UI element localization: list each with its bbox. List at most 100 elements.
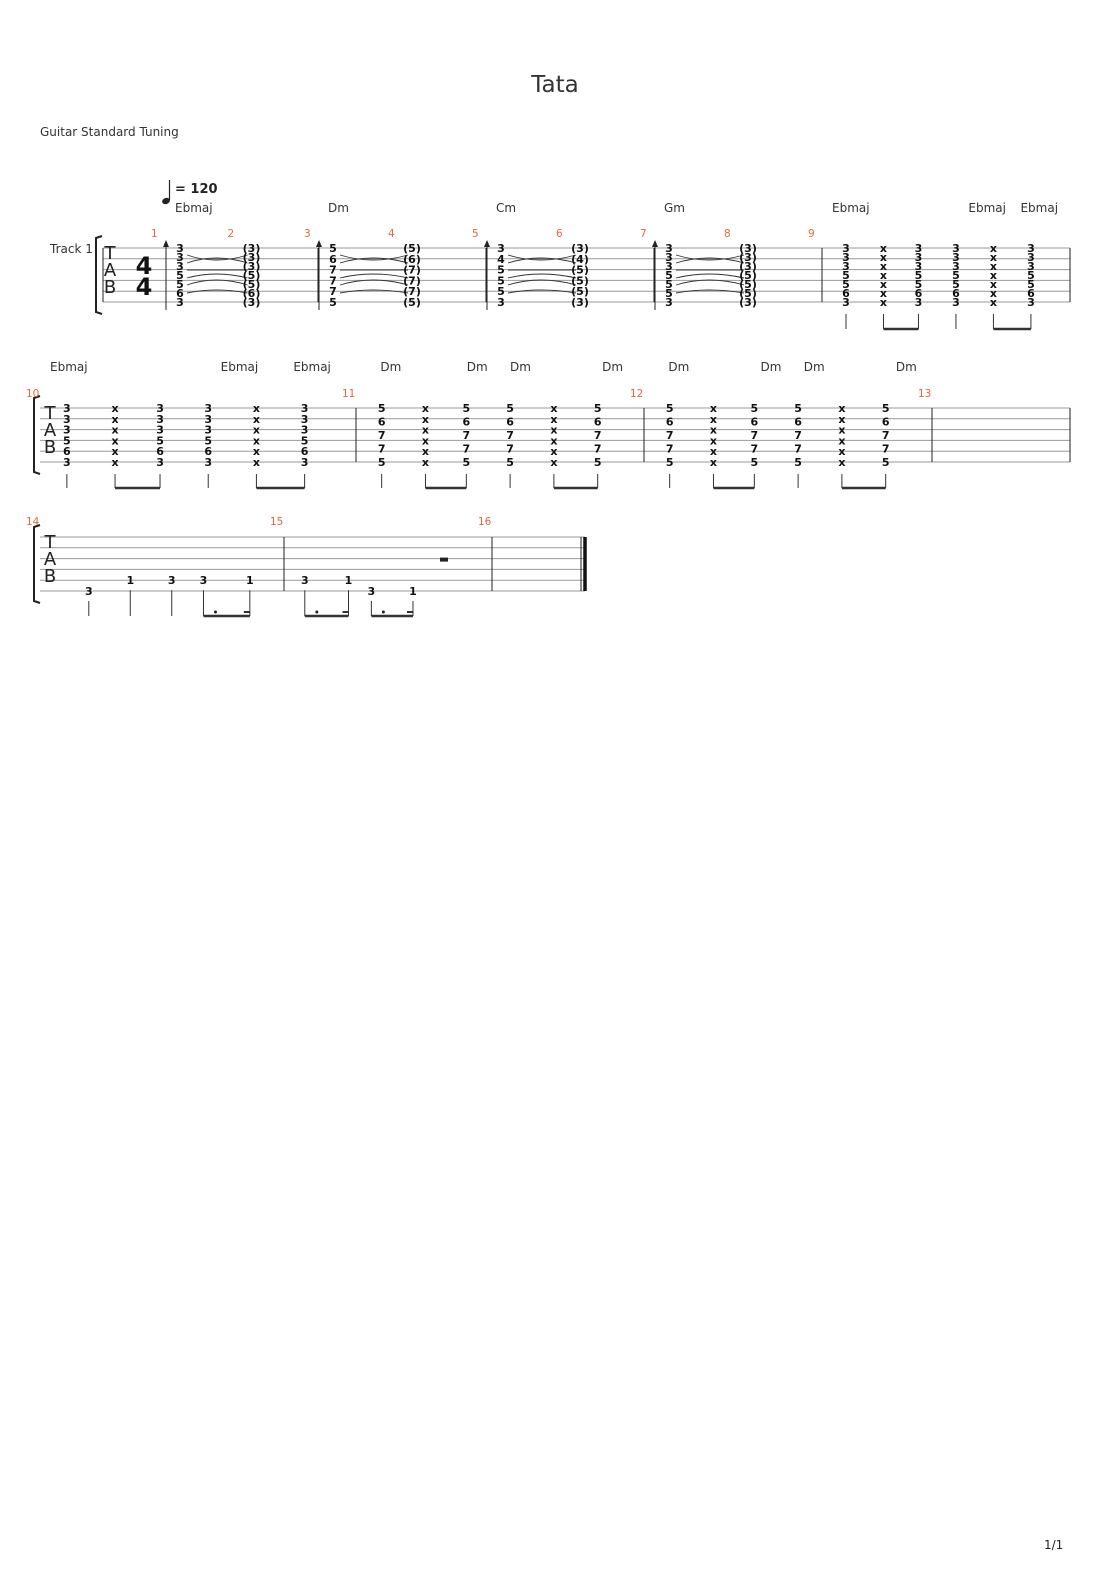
tied-fret-number: (3) (243, 260, 261, 273)
tab-clef-letter: B (44, 566, 56, 587)
chord-name: Dm (467, 360, 488, 374)
fret-number: 7 (462, 443, 470, 456)
tab-clef-letter: T (104, 243, 117, 264)
fret-number: 3 (842, 242, 850, 255)
tempo-value: = 120 (175, 182, 218, 197)
measure-number: 10 (26, 388, 39, 400)
dead-note: x (550, 434, 557, 447)
fret-number: 7 (594, 429, 602, 442)
fret-number: 6 (750, 416, 758, 429)
dead-note: x (710, 424, 717, 437)
tied-fret-number: (3) (243, 251, 261, 264)
tied-fret-number: (6) (403, 253, 421, 266)
fret-number: 6 (156, 445, 164, 458)
tie-arc (339, 273, 409, 279)
dead-note: x (710, 413, 717, 426)
fret-number: 5 (329, 296, 337, 309)
fret-number: 5 (666, 402, 674, 415)
fret-number: 5 (378, 456, 386, 469)
tied-fret-number: (3) (739, 242, 757, 255)
fret-number: 7 (750, 443, 758, 456)
track-label: Track 1 (49, 242, 93, 256)
tied-fret-number: (7) (403, 274, 421, 287)
tied-fret-number: (7) (403, 285, 421, 298)
fret-number: 7 (794, 443, 802, 456)
dead-note: x (550, 402, 557, 415)
strum-arrow-head (652, 240, 658, 247)
tie-arc (339, 257, 409, 264)
dead-note: x (422, 445, 429, 458)
tie-arc (186, 257, 248, 264)
dotted-note-dot (213, 610, 217, 614)
fret-number: 5 (750, 456, 758, 469)
fret-number: 3 (915, 260, 923, 273)
tied-fret-number: (3) (243, 242, 261, 255)
fret-number: 7 (329, 285, 337, 298)
dead-note: x (550, 445, 557, 458)
fret-number: 3 (665, 251, 673, 264)
tab-clef-letter: A (104, 260, 117, 281)
fret-number: 7 (329, 274, 337, 287)
dead-note: x (838, 456, 845, 469)
fret-number: 6 (952, 287, 960, 300)
dead-note: x (990, 278, 997, 291)
fret-number: 6 (915, 287, 923, 300)
fret-number: 1 (126, 574, 134, 587)
tab-clef-letter: A (44, 420, 57, 441)
dead-note: x (990, 269, 997, 282)
fret-number: 5 (594, 402, 602, 415)
fret-number: 6 (301, 445, 309, 458)
system-bracket (95, 235, 103, 315)
chord-name: Ebmaj (293, 360, 331, 374)
dead-note: x (253, 434, 260, 447)
fret-number: 7 (462, 429, 470, 442)
tied-fret-number: (7) (403, 264, 421, 277)
tied-fret-number: (3) (571, 296, 589, 309)
dead-note: x (880, 260, 887, 273)
fret-number: 3 (301, 574, 309, 587)
fret-number: 3 (63, 456, 71, 469)
tied-fret-number: (5) (403, 242, 421, 255)
fret-number: 5 (666, 456, 674, 469)
dead-note: x (838, 424, 845, 437)
fret-number: 5 (794, 456, 802, 469)
fret-number: 7 (750, 429, 758, 442)
fret-number: 3 (176, 251, 184, 264)
strum-arrow-head (484, 240, 490, 247)
fret-number: 5 (156, 434, 164, 447)
system-bracket (33, 395, 41, 475)
fret-number: 6 (842, 287, 850, 300)
fret-number: 3 (952, 260, 960, 273)
fret-number: 3 (301, 456, 309, 469)
fret-number: 5 (915, 278, 923, 291)
fret-number: 4 (497, 253, 505, 266)
chord-name: Dm (328, 201, 349, 215)
fret-number: 3 (368, 585, 376, 598)
fret-number: 3 (204, 413, 212, 426)
half-rest (440, 557, 448, 562)
measure-number: 9 (808, 228, 815, 240)
tie-arc (339, 279, 409, 286)
dotted-note-dot (381, 610, 385, 614)
fret-number: 3 (176, 260, 184, 273)
chord-name: Dm (896, 360, 917, 374)
tied-fret-number: (3) (739, 296, 757, 309)
chord-name: Dm (761, 360, 782, 374)
tied-fret-number: (5) (739, 287, 757, 300)
tied-fret-number: (5) (571, 264, 589, 277)
dead-note: x (111, 445, 118, 458)
fret-number: 7 (378, 429, 386, 442)
dead-note: x (710, 402, 717, 415)
page-number: 1/1 (1044, 1538, 1064, 1552)
fret-number: 5 (842, 269, 850, 282)
fret-number: 6 (794, 416, 802, 429)
tie-arc (186, 279, 248, 286)
fret-number: 3 (915, 296, 923, 309)
fret-number: 5 (842, 278, 850, 291)
measure-number: 1 (151, 228, 158, 240)
fret-number: 6 (176, 287, 184, 300)
fret-number: 5 (462, 402, 470, 415)
chord-name: Ebmaj (221, 360, 259, 374)
dead-note: x (838, 402, 845, 415)
fret-number: 6 (506, 416, 514, 429)
